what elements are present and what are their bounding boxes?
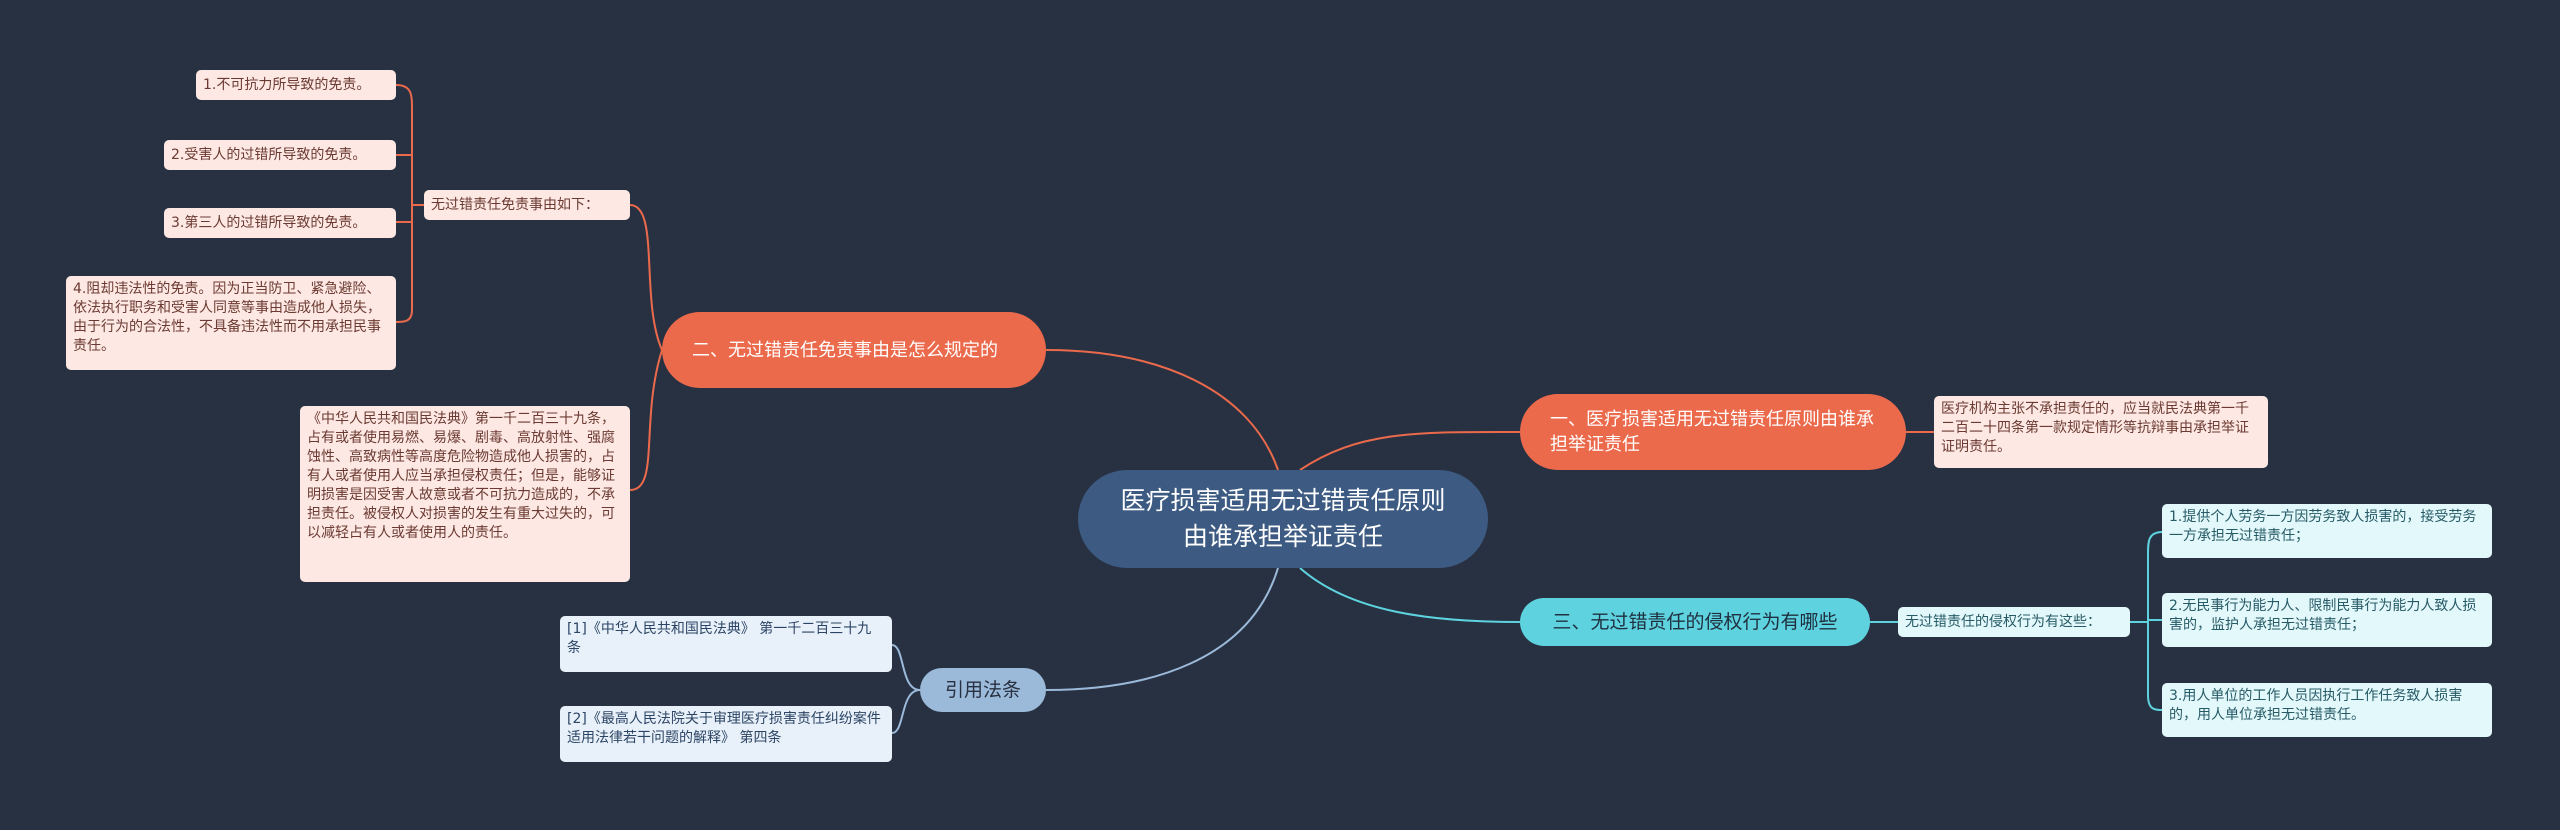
link-center-branch4 xyxy=(1045,567,1279,691)
branch-3-item-1[interactable]: 1.提供个人劳务一方因劳务致人损害的，接受劳务一方承担无过错责任； xyxy=(2162,504,2492,558)
branch-3-item-2[interactable]: 2.无民事行为能力人、限制民事行为能力人致人损害的，监护人承担无过错责任； xyxy=(2162,593,2492,647)
branch-3-item-2-text: 2.无民事行为能力人、限制民事行为能力人致人损害的，监护人承担无过错责任； xyxy=(2169,598,2477,633)
branch-3-item-3-text: 3.用人单位的工作人员因执行工作任务致人损害的，用人单位承担无过错责任。 xyxy=(2169,688,2463,723)
branch-3-sublabel[interactable]: 无过错责任的侵权行为有这些： xyxy=(1898,607,2130,637)
branch-2-item-4[interactable]: 4.阻却违法性的免责。因为正当防卫、紧急避险、依法执行职务和受害人同意等事由造成… xyxy=(66,276,396,370)
link-branch4-items xyxy=(891,644,921,734)
branch-2-label: 二、无过错责任免责事由是怎么规定的 xyxy=(692,339,998,361)
link-center-branch1 xyxy=(1299,430,1521,471)
link-center-branch2 xyxy=(1045,349,1279,471)
branch-1-node[interactable]: 一、医疗损害适用无过错责任原则由谁承担举证责任 xyxy=(1520,394,1906,470)
branch-2-item-2-text: 2.受害人的过错所导致的免责。 xyxy=(171,146,367,163)
link-sublabel-items xyxy=(395,84,424,323)
link-sublabel3-items xyxy=(2130,531,2163,711)
branch-4-item-1-text: [1]《中华人民共和国民法典》 第一千二百三十九条 xyxy=(567,621,872,656)
branch-4-node[interactable]: 引用法条 xyxy=(920,668,1046,712)
branch-1-detail[interactable]: 医疗机构主张不承担责任的，应当就民法典第一千二百二十四条第一款规定情形等抗辩事由… xyxy=(1934,396,2268,468)
branch-3-item-3[interactable]: 3.用人单位的工作人员因执行工作任务致人损害的，用人单位承担无过错责任。 xyxy=(2162,683,2492,737)
link-branch2-sublabel xyxy=(629,204,663,351)
branch-2-law-text[interactable]: 《中华人民共和国民法典》第一千二百三十九条，占有或者使用易燃、易爆、剧毒、高放射… xyxy=(300,406,630,582)
branch-3-label: 三、无过错责任的侵权行为有哪些 xyxy=(1552,611,1838,633)
link-center-branch3 xyxy=(1299,567,1521,623)
branch-4-item-2[interactable]: [2]《最高人民法院关于审理医疗损害责任纠纷案件适用法律若干问题的解释》 第四条 xyxy=(560,706,892,762)
branch-2-item-1-text: 1.不可抗力所导致的免责。 xyxy=(203,76,371,93)
branch-4-label: 引用法条 xyxy=(944,679,1021,701)
branch-4-item-1[interactable]: [1]《中华人民共和国民法典》 第一千二百三十九条 xyxy=(560,616,892,672)
branch-1-detail-text: 医疗机构主张不承担责任的，应当就民法典第一千二百二十四条第一款规定情形等抗辩事由… xyxy=(1941,401,2249,455)
branch-3-sublabel-text: 无过错责任的侵权行为有这些： xyxy=(1905,613,2101,630)
branch-2-item-3-text: 3.第三人的过错所导致的免责。 xyxy=(171,214,367,231)
branch-4-item-2-text: [2]《最高人民法院关于审理医疗损害责任纠纷案件适用法律若干问题的解释》 第四条 xyxy=(567,711,881,746)
branch-2-item-4-text: 4.阻却违法性的免责。因为正当防卫、紧急避险、依法执行职务和受害人同意等事由造成… xyxy=(73,281,381,354)
link-branch2-law xyxy=(629,349,663,491)
branch-2-item-3[interactable]: 3.第三人的过错所导致的免责。 xyxy=(164,208,396,238)
branch-3-item-1-text: 1.提供个人劳务一方因劳务致人损害的，接受劳务一方承担无过错责任； xyxy=(2169,509,2477,544)
branch-1-label: 一、医疗损害适用无过错责任原则由谁承担举证责任 xyxy=(1550,409,1874,455)
branch-2-item-2[interactable]: 2.受害人的过错所导致的免责。 xyxy=(164,140,396,170)
branch-2-item-1[interactable]: 1.不可抗力所导致的免责。 xyxy=(196,70,396,100)
branch-3-node[interactable]: 三、无过错责任的侵权行为有哪些 xyxy=(1520,598,1870,646)
central-topic-label: 医疗损害适用无过错责任原则由谁承担举证责任 xyxy=(1120,486,1446,551)
branch-2-law-text-content: 《中华人民共和国民法典》第一千二百三十九条，占有或者使用易燃、易爆、剧毒、高放射… xyxy=(307,411,615,541)
central-topic[interactable]: 医疗损害适用无过错责任原则由谁承担举证责任 xyxy=(1078,470,1488,568)
branch-2-node[interactable]: 二、无过错责任免责事由是怎么规定的 xyxy=(662,312,1046,388)
branch-2-sublabel[interactable]: 无过错责任免责事由如下： xyxy=(424,190,630,220)
branch-2-sublabel-text: 无过错责任免责事由如下： xyxy=(431,196,599,213)
